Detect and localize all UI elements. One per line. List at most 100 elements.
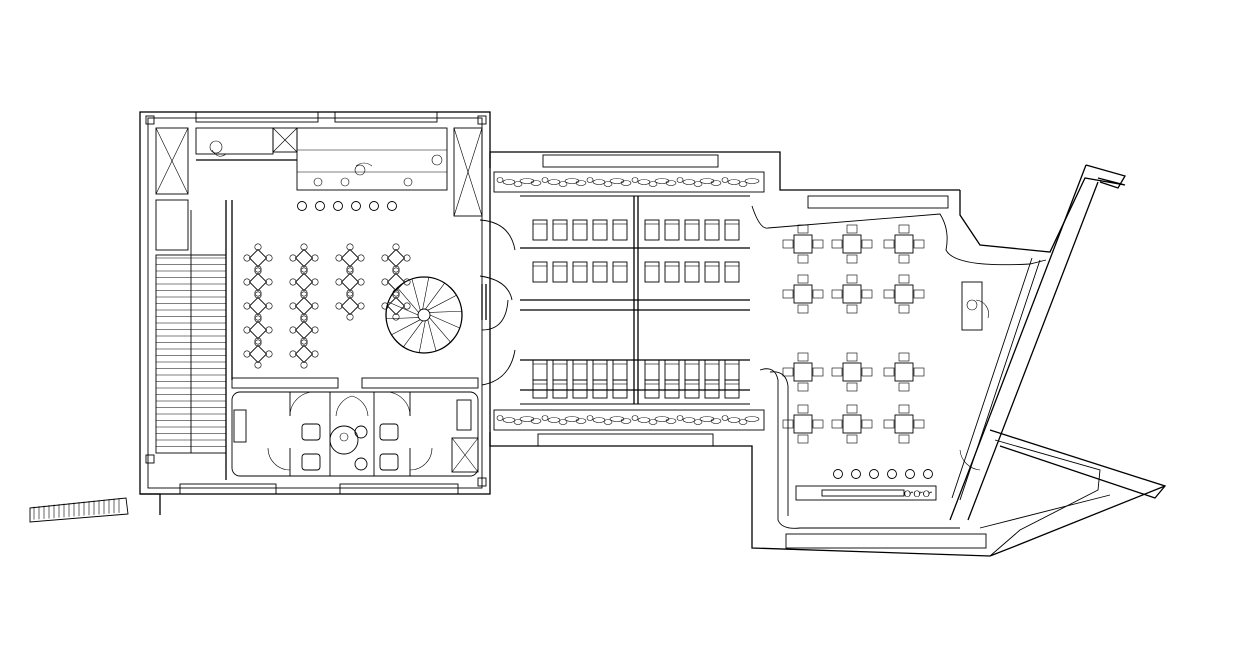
chair: [812, 419, 824, 429]
pebble: [699, 178, 715, 184]
pebble: [648, 419, 658, 425]
chair: [812, 239, 824, 249]
chair: [254, 337, 262, 345]
spiral-tread: [411, 278, 421, 311]
spiral-tread: [429, 310, 462, 313]
booth-seat: [532, 219, 548, 241]
chair: [883, 289, 895, 299]
booth-seat: [592, 261, 608, 283]
pebble: [519, 178, 535, 184]
chair: [846, 352, 858, 362]
chair: [797, 224, 809, 234]
chair: [913, 367, 925, 377]
pebble: [738, 419, 748, 425]
pebble: [710, 418, 722, 424]
chair: [797, 404, 809, 414]
chair: [289, 254, 297, 262]
booth-seat: [592, 359, 608, 381]
lounge-table: [289, 291, 319, 321]
entry-ramp: [29, 497, 129, 523]
lounge-table: [381, 243, 411, 273]
booth-seat: [684, 379, 700, 399]
left-building-block: [139, 111, 491, 515]
pebble: [727, 179, 741, 185]
chair: [913, 289, 925, 299]
booth-seat: [532, 261, 548, 283]
table-top: [294, 344, 314, 364]
lounge-table: [289, 339, 319, 369]
service-counter: ᏅᏅᏅ: [795, 469, 937, 501]
booth-seat: [592, 219, 608, 241]
bar-stools: [297, 201, 397, 211]
table-top: [386, 272, 406, 292]
pebble: [727, 417, 741, 423]
booth-seat: [704, 379, 720, 399]
chair: [392, 291, 400, 299]
curved-entrance: [479, 219, 516, 386]
chair: [846, 224, 858, 234]
booth-seat: [572, 359, 588, 381]
square-table: [782, 404, 824, 444]
booth-seat: [644, 379, 660, 399]
booth-seat: [552, 359, 568, 381]
pebble: [744, 178, 760, 184]
chair: [289, 326, 297, 334]
chair: [254, 361, 262, 369]
pebble: [502, 179, 516, 185]
chair: [797, 254, 809, 264]
table-top: [294, 296, 314, 316]
table-top: [294, 272, 314, 292]
bar-counter: [195, 127, 448, 191]
booth-seat: [724, 359, 740, 381]
chair: [265, 254, 273, 262]
pebble: [513, 419, 523, 425]
square-table: [831, 274, 873, 314]
chair: [846, 382, 858, 392]
pebble: [575, 418, 587, 424]
booth-seating: [520, 195, 750, 405]
pebble: [558, 419, 568, 425]
lounge-table: [335, 243, 365, 273]
chair: [254, 243, 262, 251]
chair: [300, 337, 308, 345]
table-top: [842, 234, 862, 254]
booth-seat: [572, 379, 588, 399]
square-table: [782, 352, 824, 392]
chair: [346, 243, 354, 251]
chair: [797, 382, 809, 392]
chair: [289, 350, 297, 358]
pebble: [654, 416, 670, 422]
booth-seat: [612, 359, 628, 381]
table-top: [248, 272, 268, 292]
table-top: [294, 248, 314, 268]
spiral-tread: [388, 301, 419, 316]
booth-seat: [612, 261, 628, 283]
chair: [300, 265, 308, 273]
booth-seat: [724, 219, 740, 241]
pebble: [744, 416, 760, 422]
pebble: [693, 419, 703, 425]
pebble: [592, 417, 606, 423]
table-top: [386, 248, 406, 268]
lounge-table: [243, 243, 273, 273]
square-table: [831, 404, 873, 444]
table-top: [340, 272, 360, 292]
pebble: [513, 181, 523, 187]
pebble: [609, 416, 625, 422]
pebble: [631, 177, 639, 183]
chair: [346, 291, 354, 299]
chair: [265, 350, 273, 358]
spiral-tread: [386, 317, 419, 320]
pebble: [620, 418, 632, 424]
chair: [392, 313, 400, 321]
pebble: [586, 177, 594, 183]
pebble: [631, 415, 639, 421]
chair: [346, 313, 354, 321]
lounge-table: [289, 267, 319, 297]
chair: [254, 267, 262, 275]
chair: [403, 302, 411, 310]
pebble: [586, 415, 594, 421]
square-table: [782, 274, 824, 314]
spiral-tread: [429, 317, 451, 343]
chair: [797, 352, 809, 362]
